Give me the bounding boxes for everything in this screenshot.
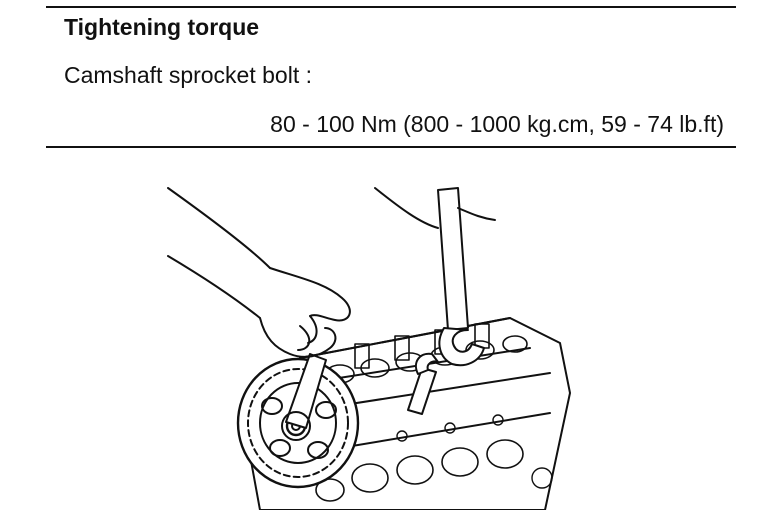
torque-item-label: Camshaft sprocket bolt :	[64, 62, 312, 88]
camshaft-sprocket-illustration	[167, 187, 571, 510]
torque-item-value: 80 - 100 Nm (800 - 1000 kg.cm, 59 - 74 l…	[270, 111, 724, 137]
box-wrench-drawing	[281, 353, 327, 441]
top-rule	[46, 6, 736, 8]
hand-drawing	[167, 187, 351, 358]
spanner-drawing	[407, 352, 439, 415]
section-heading: Tightening torque	[64, 14, 260, 40]
bottom-rule	[46, 146, 736, 148]
open-end-wrench-drawing	[374, 187, 496, 367]
